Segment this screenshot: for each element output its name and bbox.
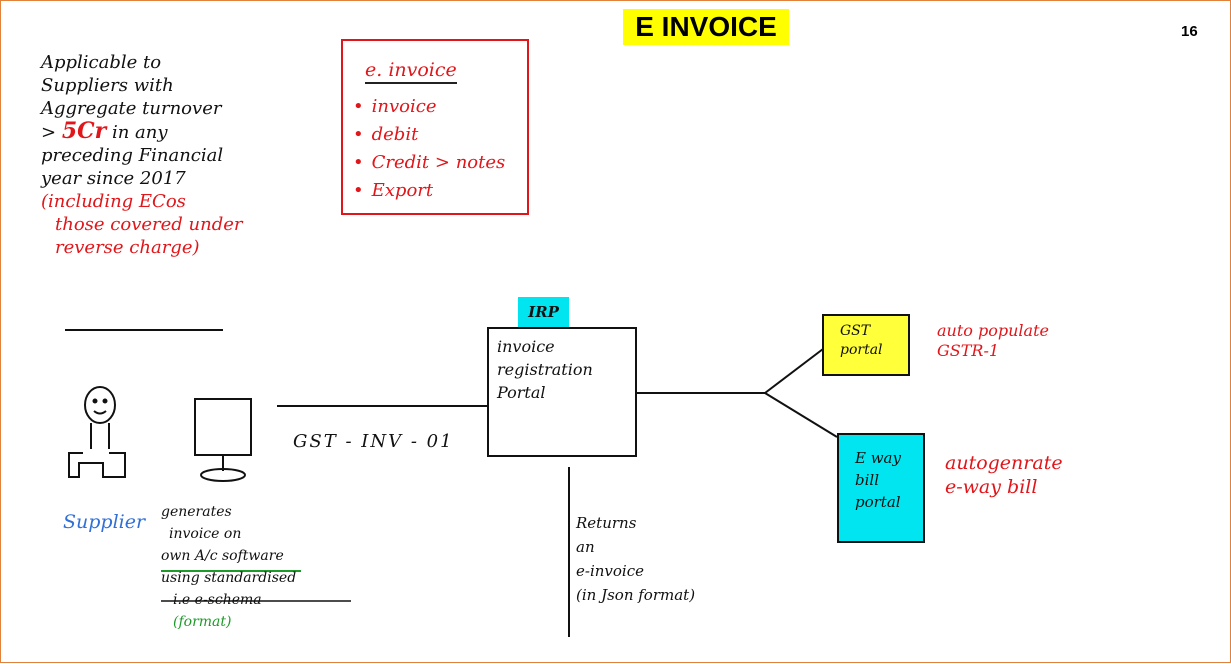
returns-line-3: e-invoice bbox=[576, 562, 644, 580]
generation-line-5-suffix: (format) bbox=[173, 614, 232, 630]
returns-line-1: Returns bbox=[576, 514, 637, 532]
gst-portal-line-2: portal bbox=[840, 342, 883, 358]
gst-note-line-1: auto populate bbox=[937, 321, 1049, 340]
document-type-item: debit bbox=[353, 121, 505, 149]
document-type-item: invoice bbox=[353, 93, 505, 121]
eway-bill-note: autogenrate e-way bill bbox=[945, 451, 1063, 499]
eway-line-2: bill bbox=[855, 471, 879, 489]
turnover-amount: 5Cr bbox=[61, 118, 107, 144]
applicability-note-2: those covered under bbox=[55, 214, 243, 235]
returns-note: Returns an e-invoice (in Json format) bbox=[576, 511, 695, 607]
applicability-line-6: year since 2017 bbox=[41, 168, 186, 189]
irp-label: IRP bbox=[518, 297, 569, 327]
supplier-figure-icon bbox=[68, 386, 126, 478]
applicability-note: Applicable to Suppliers with Aggregate t… bbox=[41, 51, 311, 259]
computer-monitor-icon bbox=[194, 398, 252, 482]
gst-portal-box: GST portal bbox=[822, 314, 910, 376]
generation-line-3: own A/c software bbox=[161, 548, 284, 564]
generation-note: generates invoice on own A/c software us… bbox=[161, 501, 296, 633]
document-type-item: Export bbox=[353, 177, 505, 205]
document-types-heading: e. invoice bbox=[365, 59, 457, 84]
branch-to-gst-line bbox=[764, 348, 824, 394]
applicability-line-3: Aggregate turnover bbox=[41, 98, 222, 119]
irp-line-2: registration bbox=[497, 360, 593, 379]
generation-line-1: generates bbox=[161, 504, 232, 520]
page-number: 16 bbox=[1181, 23, 1198, 40]
applicability-note-1: (including ECos bbox=[41, 191, 186, 212]
irp-line-3: Portal bbox=[497, 383, 546, 402]
gst-portal-line-1: GST bbox=[840, 323, 871, 339]
generation-line-2: invoice on bbox=[169, 526, 242, 542]
eway-bill-portal-box: E way bill portal bbox=[837, 433, 925, 543]
document-type-item: Credit > notes bbox=[353, 149, 506, 177]
returns-line-4: (in Json format) bbox=[576, 586, 696, 604]
applicability-note-3: reverse charge) bbox=[55, 237, 200, 258]
slide-title: E INVOICE bbox=[623, 9, 789, 45]
applicability-line-4-suffix: in any bbox=[111, 122, 168, 143]
applicability-line-4: > 5Cr in any bbox=[41, 120, 311, 144]
supplier-label: Supplier bbox=[63, 511, 146, 533]
greater-than-sign: > bbox=[41, 122, 57, 143]
gst-note-line-2: GSTR-1 bbox=[937, 341, 1000, 360]
eway-line-1: E way bbox=[855, 449, 901, 467]
document-types-list: invoice debit Credit > notes Export bbox=[353, 93, 506, 205]
gst-portal-note: auto populate GSTR-1 bbox=[937, 321, 1049, 361]
generation-line-5-prefix: i.e e-schema bbox=[173, 592, 262, 608]
irp-box: invoice registration Portal bbox=[487, 327, 637, 457]
form-code-label: GST - INV - 01 bbox=[293, 431, 454, 452]
eway-line-3: portal bbox=[855, 493, 901, 511]
irp-line-1: invoice bbox=[497, 337, 555, 356]
returns-line-2: an bbox=[576, 538, 595, 556]
generation-line-5: i.e e-schema (format) bbox=[161, 589, 296, 633]
branch-to-eway-line bbox=[764, 392, 838, 438]
applicability-line-1: Applicable to bbox=[41, 52, 162, 73]
eway-note-line-2: e-way bill bbox=[945, 476, 1038, 498]
applicability-line-5: preceding Financial bbox=[41, 145, 224, 166]
applicability-line-2: Suppliers with bbox=[41, 75, 174, 96]
generation-line-4: using standardised bbox=[161, 570, 297, 586]
eway-note-line-1: autogenrate bbox=[945, 452, 1063, 474]
document-types-box: e. invoice invoice debit Credit > notes … bbox=[341, 39, 529, 215]
